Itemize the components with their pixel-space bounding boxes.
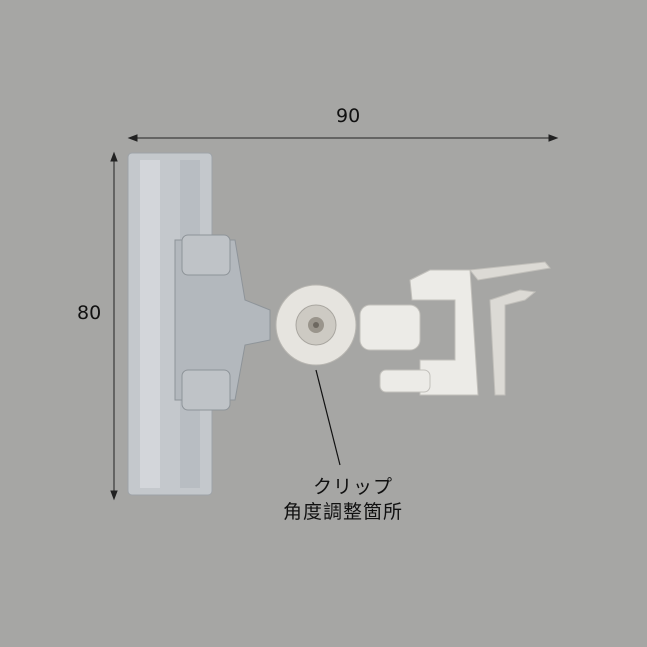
callout-line-2: 角度調整箇所 bbox=[283, 501, 404, 523]
swivel-joint bbox=[275, 284, 357, 366]
rail-hook bbox=[359, 261, 551, 396]
callout-leader-line bbox=[315, 369, 341, 466]
height-dimension-arrow bbox=[110, 151, 118, 501]
width-label: 90 bbox=[336, 105, 361, 127]
clear-plate-holder bbox=[127, 152, 271, 496]
callout-line-1: クリップ bbox=[313, 476, 394, 498]
height-label: 80 bbox=[77, 302, 102, 324]
width-dimension-arrow bbox=[127, 134, 559, 142]
